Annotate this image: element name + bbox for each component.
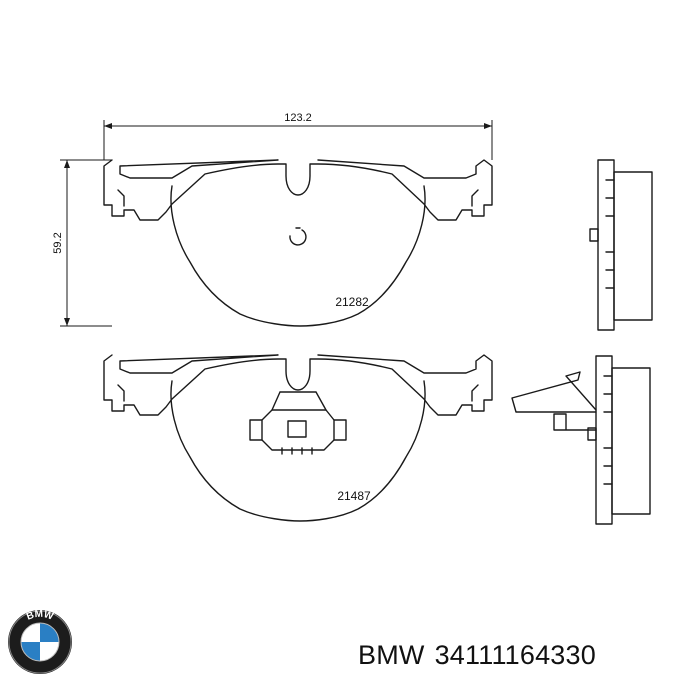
- part-number: 34111164330: [434, 640, 596, 670]
- pad-top-side: [589, 159, 653, 331]
- height-dimension: 59.2: [52, 159, 112, 327]
- width-label: 123.2: [284, 112, 312, 124]
- height-label: 59.2: [52, 232, 64, 253]
- bmw-logo: BMW: [6, 608, 74, 676]
- pad-bottom-front: 21487: [103, 354, 493, 522]
- pad-top-code: 21282: [335, 295, 369, 309]
- part-caption: BMW 34111164330: [358, 640, 596, 671]
- pad-bottom-code: 21487: [337, 489, 371, 503]
- brand-name: BMW: [358, 640, 425, 670]
- pad-top-front: 21282: [103, 159, 493, 327]
- pad-bottom-side: [511, 355, 651, 525]
- logo-text: BMW: [25, 609, 55, 623]
- width-dimension: 123.2: [103, 112, 493, 160]
